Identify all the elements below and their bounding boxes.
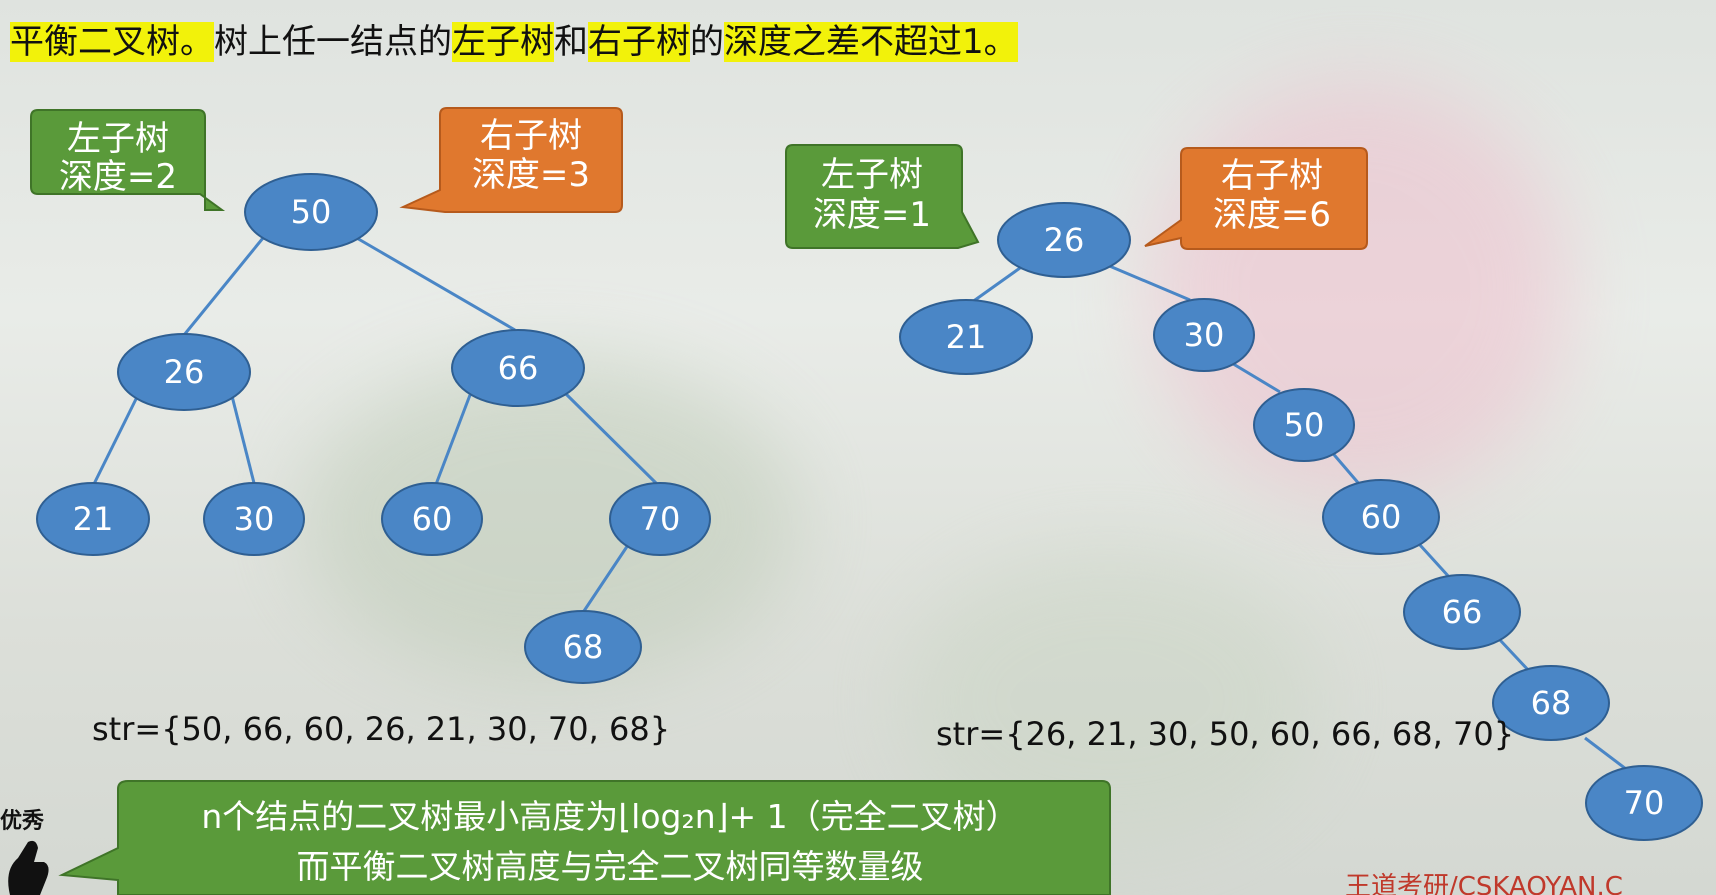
bottom-note-line2: 而平衡二叉树高度与完全二叉树同等数量级	[297, 847, 924, 886]
edge	[90, 394, 140, 489]
tree-node: 30	[1153, 298, 1255, 372]
edge	[967, 266, 1021, 307]
svg-text:30: 30	[1184, 316, 1225, 354]
callout-line2: 深度=3	[472, 155, 590, 195]
tree-node: 26	[997, 202, 1131, 278]
callout-line2: 深度=2	[59, 157, 177, 197]
svg-text:70: 70	[1624, 784, 1665, 822]
edge	[230, 395, 257, 488]
edge	[1498, 638, 1532, 674]
thumbs-up-icon	[8, 840, 49, 895]
edge	[1229, 360, 1281, 394]
tree-node: 21	[36, 482, 150, 556]
title-part: 右子树	[588, 22, 690, 62]
left-tree-right-callout: 右子树 深度=3	[399, 107, 623, 213]
tree-node: 68	[524, 610, 642, 684]
right-tree: 左子树 深度=1 右子树 深度=6 26 21 30 50 60	[785, 144, 1703, 841]
svg-text:21: 21	[946, 318, 987, 356]
callout-line2: 深度=6	[1213, 195, 1331, 235]
svg-text:21: 21	[73, 500, 114, 538]
svg-text:50: 50	[1284, 406, 1325, 444]
svg-text:26: 26	[164, 353, 205, 391]
title-part: 左子树	[452, 22, 554, 62]
tree-node: 68	[1492, 665, 1610, 741]
bottom-note-line1: n个结点的二叉树最小高度为⌊log₂n⌋+ 1（完全二叉树）	[201, 797, 1018, 836]
svg-text:68: 68	[563, 628, 604, 666]
callout-line1: 左子树	[821, 155, 923, 195]
right-tree-right-callout: 右子树 深度=6	[1144, 147, 1368, 250]
svg-text:60: 60	[1361, 498, 1402, 536]
tree-node: 66	[1403, 574, 1521, 650]
edge	[354, 235, 516, 332]
edge	[178, 237, 265, 341]
title-part: 的	[690, 22, 724, 62]
tree-node: 26	[117, 333, 251, 411]
callout-line1: 右子树	[1221, 156, 1323, 196]
svg-text:60: 60	[412, 500, 453, 538]
tree-node: 60	[381, 482, 483, 556]
page-title: 平衡二叉树。树上任一结点的左子树和右子树的深度之差不超过1。	[10, 18, 1018, 66]
corner-label: 优秀	[0, 808, 44, 834]
str-label: str={50, 66, 60, 26, 21, 30, 70, 68}	[92, 710, 670, 748]
right-tree-edges	[967, 260, 1631, 774]
svg-text:30: 30	[234, 500, 275, 538]
title-part: 和	[554, 22, 588, 62]
callout-line2: 深度=1	[813, 195, 931, 235]
title-part: 树上任一结点的	[214, 22, 452, 62]
svg-text:26: 26	[1044, 221, 1085, 259]
svg-text:50: 50	[291, 193, 332, 231]
tree-node: 70	[1585, 765, 1703, 841]
callout-line1: 左子树	[67, 119, 169, 159]
svg-text:68: 68	[1531, 684, 1572, 722]
tree-node: 60	[1322, 479, 1440, 555]
edge	[433, 394, 472, 488]
edge	[1584, 736, 1631, 774]
svg-text:66: 66	[498, 349, 539, 387]
left-tree: 左子树 深度=2 右子树 深度=3 50 26 66 21 30	[30, 107, 711, 748]
str-label: str={26, 21, 30, 50, 60, 66, 68, 70}	[936, 715, 1514, 753]
bottom-note-callout: n个结点的二叉树最小高度为⌊log₂n⌋+ 1（完全二叉树） 而平衡二叉树高度与…	[58, 780, 1111, 895]
left-tree-left-callout: 左子树 深度=2	[30, 109, 226, 211]
callout-line1: 右子树	[480, 116, 582, 156]
edge	[563, 391, 662, 489]
right-tree-left-callout: 左子树 深度=1	[785, 144, 980, 249]
edge	[1328, 449, 1362, 486]
tree-node: 21	[899, 299, 1033, 375]
svg-text:66: 66	[1442, 593, 1483, 631]
tree-node: 30	[203, 482, 305, 556]
edge	[1418, 543, 1452, 580]
title-part: 平衡二叉树。	[10, 22, 214, 62]
tree-node: 70	[609, 482, 711, 556]
svg-text:70: 70	[640, 500, 681, 538]
title-part: 深度之差不超过1。	[724, 22, 1018, 62]
edge	[578, 544, 630, 618]
left-tree-edges	[90, 235, 662, 618]
edge	[1099, 260, 1191, 302]
tree-node: 66	[451, 329, 585, 407]
tree-node: 50	[244, 173, 378, 251]
footer-brand: 王道考研/CSKAOYAN.C	[1345, 872, 1623, 895]
tree-node: 50	[1253, 388, 1355, 462]
